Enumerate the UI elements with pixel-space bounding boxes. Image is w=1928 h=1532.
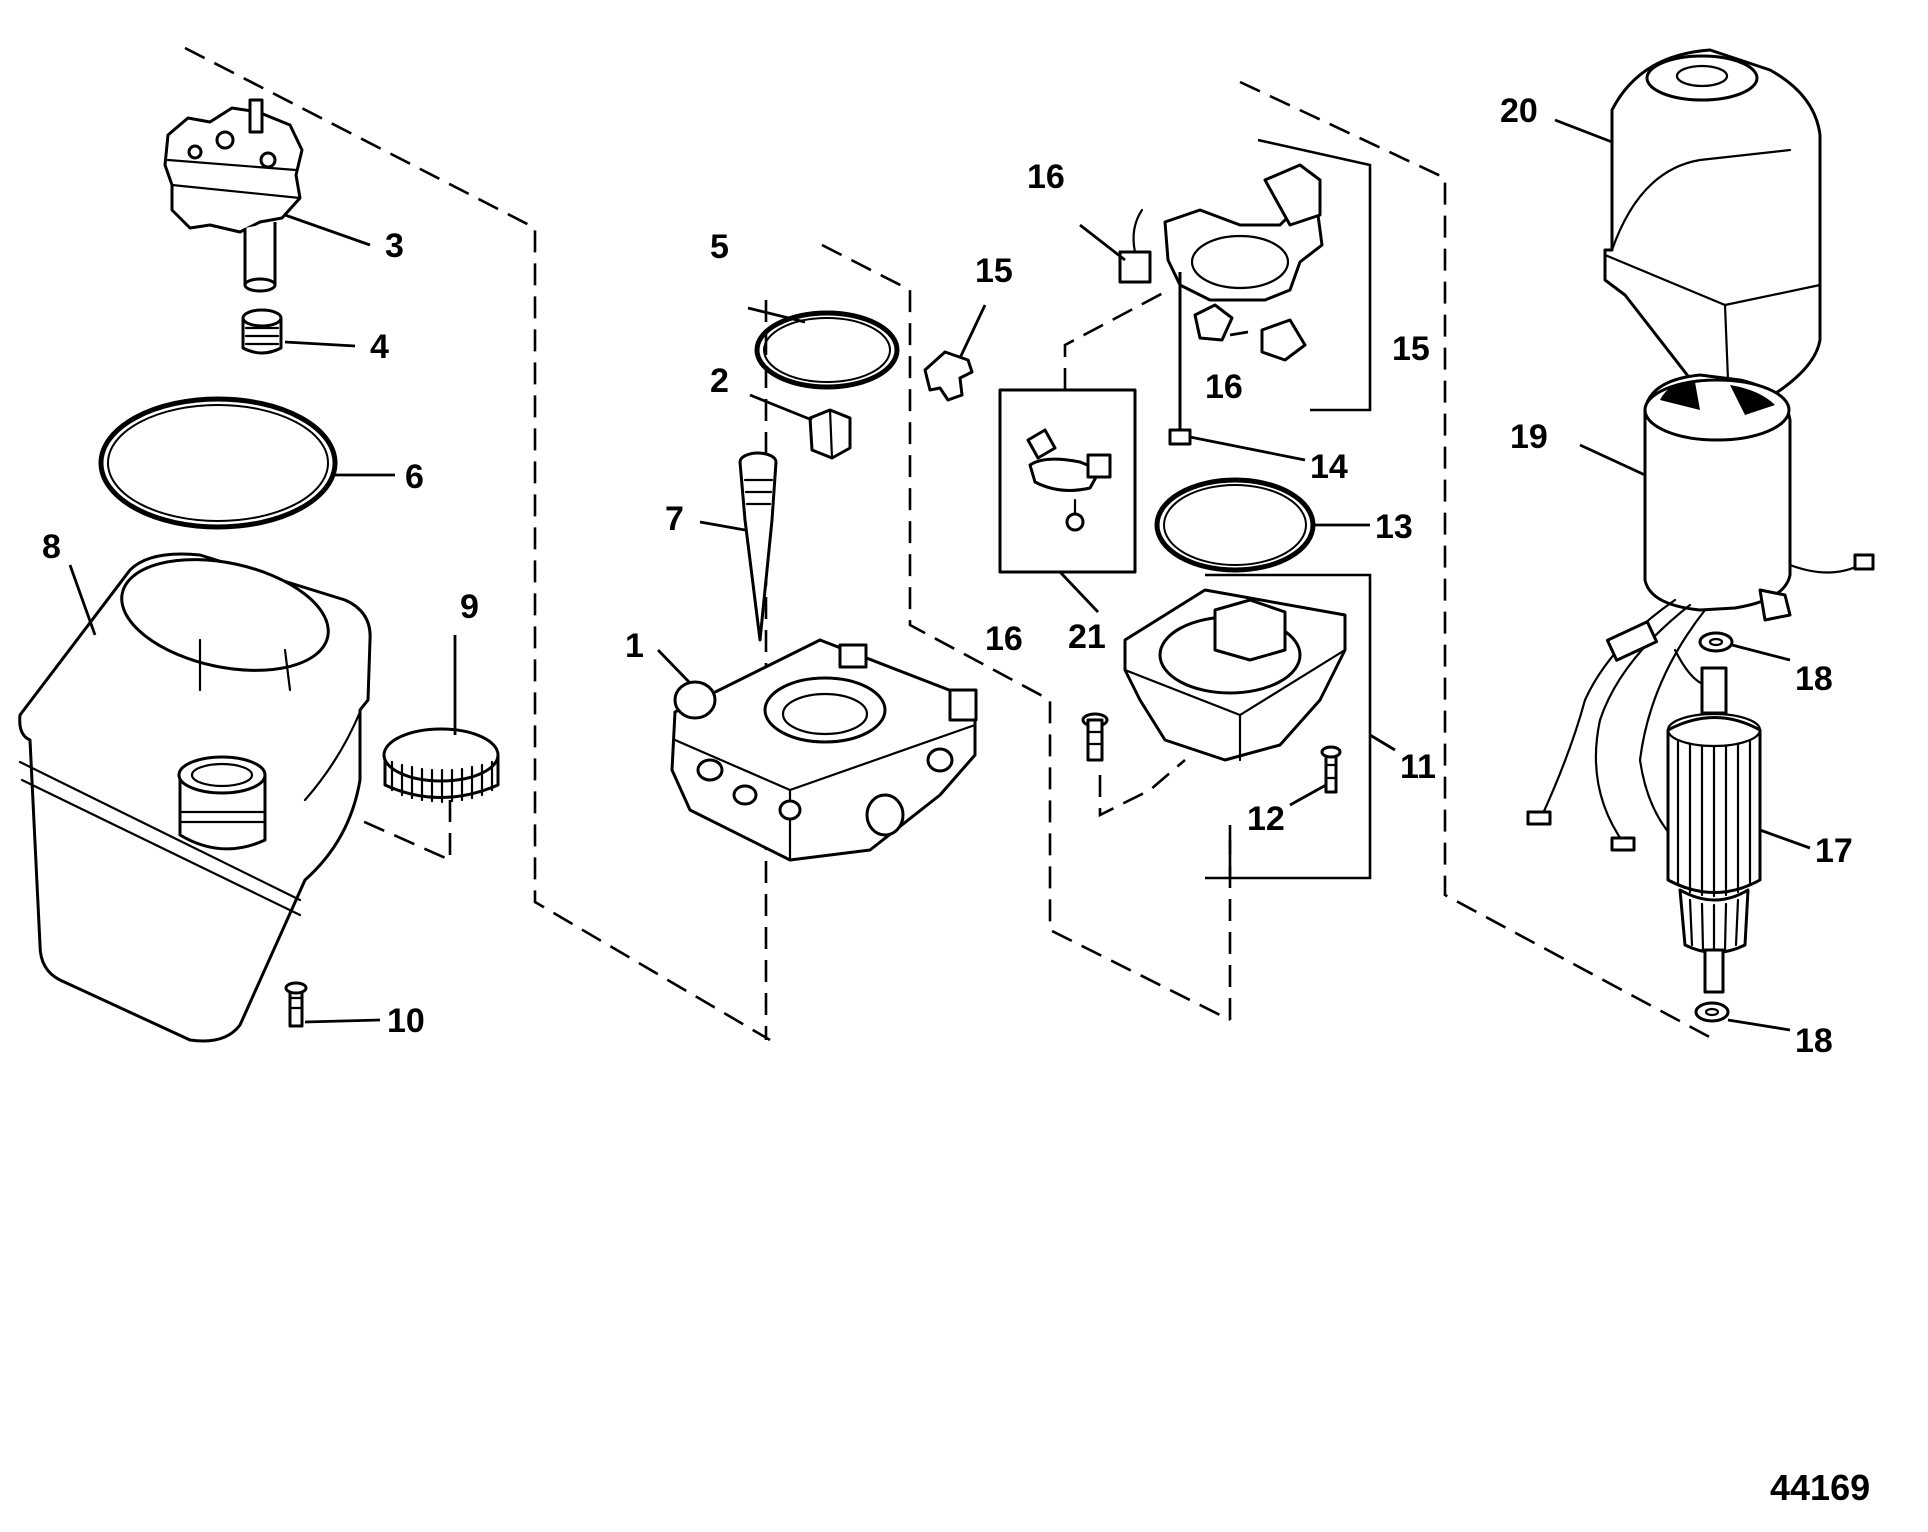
dipstick-part-7 xyxy=(738,451,778,642)
pump-assembly-part-3 xyxy=(163,98,304,293)
clip-part-15 xyxy=(923,350,974,402)
callout-17: 17 xyxy=(1815,832,1853,870)
callout-13: 13 xyxy=(1375,508,1413,546)
callout-12: 12 xyxy=(1247,800,1285,838)
callout-9: 9 xyxy=(460,588,479,626)
fill-cap-part-9 xyxy=(382,727,500,804)
through-bolt-part-14 xyxy=(1168,272,1192,446)
callout-18-lower: 18 xyxy=(1795,1022,1833,1060)
callout-16-top: 16 xyxy=(1027,158,1065,196)
callout-15-clip: 15 xyxy=(975,252,1013,290)
assembly-outline-right xyxy=(1239,80,1716,1042)
callout-14: 14 xyxy=(1310,448,1348,486)
callout-10: 10 xyxy=(387,1002,425,1040)
callout-16-spring: 16 xyxy=(1205,368,1243,406)
reservoir-part-8 xyxy=(18,552,372,1043)
washer-part-18-lower xyxy=(1694,1001,1730,1023)
o-ring-part-13 xyxy=(1154,477,1316,573)
callout-3: 3 xyxy=(385,227,404,265)
callout-6: 6 xyxy=(405,458,424,496)
leader-lines xyxy=(68,118,1811,1032)
callout-1: 1 xyxy=(625,627,644,665)
dashed-leader-21 xyxy=(1098,759,1186,818)
motor-frame-part-19 xyxy=(1643,373,1875,622)
brush-inset-part-16 xyxy=(998,388,1137,574)
callout-5: 5 xyxy=(710,228,729,266)
dashed-leader-9 xyxy=(359,800,452,863)
callout-18-upper: 18 xyxy=(1795,660,1833,698)
motor-cover-part-20 xyxy=(1603,48,1822,432)
pump-body-part-1 xyxy=(670,638,978,862)
callout-21: 21 xyxy=(1068,618,1106,656)
callout-labels: 1 2 3 4 5 6 7 8 9 10 11 12 13 14 15 15 1… xyxy=(42,92,1853,1060)
dashed-leader-16-inset xyxy=(1063,290,1166,390)
callout-8: 8 xyxy=(42,528,61,566)
fitting-part-4 xyxy=(241,308,283,355)
brush-plate-assembly xyxy=(1118,163,1324,362)
callout-2: 2 xyxy=(710,362,729,400)
o-ring-part-5 xyxy=(754,310,900,390)
callout-16-inset: 16 xyxy=(985,620,1023,658)
figure-number: 44169 xyxy=(1770,1467,1870,1508)
callout-7: 7 xyxy=(665,500,684,538)
callout-11: 11 xyxy=(1400,748,1436,786)
o-ring-part-6 xyxy=(98,396,338,530)
callout-20: 20 xyxy=(1500,92,1538,130)
screw-part-10 xyxy=(284,981,308,1028)
assembly-outline-left xyxy=(184,46,771,1042)
end-cap-part-11 xyxy=(1123,588,1347,762)
screw-part-12 xyxy=(1320,745,1342,794)
brackets xyxy=(1205,138,1372,880)
valve-part-2 xyxy=(808,408,852,460)
callout-4: 4 xyxy=(370,328,389,366)
screw-part-21 xyxy=(1081,712,1109,762)
callout-19: 19 xyxy=(1510,418,1548,456)
armature-part-17 xyxy=(1666,666,1762,994)
callout-15-brush-plate: 15 xyxy=(1392,330,1430,368)
washer-part-18-upper xyxy=(1698,631,1734,653)
